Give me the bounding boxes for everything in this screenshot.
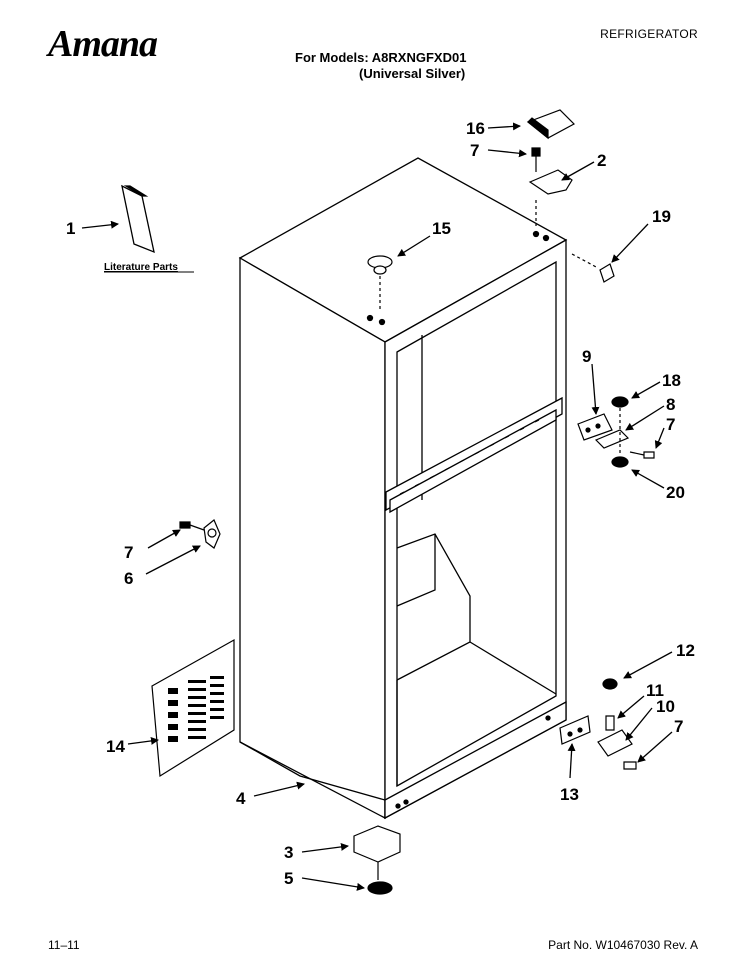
callout-8: 8 xyxy=(666,395,675,414)
date-code: 11–11 xyxy=(48,938,80,952)
model-color: (Universal Silver) xyxy=(359,66,466,81)
part-literature xyxy=(122,186,154,252)
callout-10: 10 xyxy=(656,697,675,716)
callout-9: 9 xyxy=(582,347,591,366)
callout-labels: 1 16 7 2 19 15 9 18 8 7 20 7 6 12 11 10 … xyxy=(66,119,695,888)
part-rear-panel xyxy=(152,640,234,776)
callout-5: 5 xyxy=(284,869,293,888)
part-hinge-pin-cap xyxy=(572,254,614,282)
part-leveling-leg xyxy=(354,826,400,894)
model-number: For Models: A8RXNGFXD01 xyxy=(295,50,467,65)
callout-6: 6 xyxy=(124,569,133,588)
callout-20: 20 xyxy=(666,483,685,502)
part-hinge-cover xyxy=(528,110,574,138)
mount-hole xyxy=(544,236,549,241)
callout-7: 7 xyxy=(666,415,675,434)
callout-18: 18 xyxy=(662,371,681,390)
part-plug xyxy=(368,256,392,310)
callout-7: 7 xyxy=(124,543,133,562)
callout-11: 11 xyxy=(646,681,664,700)
callout-4: 4 xyxy=(236,789,246,808)
callout-19: 19 xyxy=(652,207,671,226)
divider-face xyxy=(390,410,556,512)
liner-line xyxy=(397,534,435,606)
callout-2: 2 xyxy=(597,151,606,170)
cabinet-base xyxy=(385,702,566,818)
callout-12: 12 xyxy=(676,641,695,660)
callout-14: 14 xyxy=(106,737,125,756)
mount-hole xyxy=(368,316,373,321)
base-line xyxy=(240,742,385,800)
callout-arrows xyxy=(82,122,672,891)
document-type: REFRIGERATOR xyxy=(600,27,698,41)
literature-parts-label: Literature Parts xyxy=(104,262,178,273)
callout-7: 7 xyxy=(674,717,683,736)
mount-hole xyxy=(380,320,385,325)
cabinet-left-side xyxy=(240,258,385,818)
callout-16: 16 xyxy=(466,119,485,138)
part-center-hinge xyxy=(578,397,654,467)
callout-13: 13 xyxy=(560,785,579,804)
part-number: Part No. W10467030 Rev. A xyxy=(548,938,698,952)
liner-floor xyxy=(470,642,556,694)
part-top-hinge xyxy=(530,148,572,226)
mount-hole xyxy=(534,232,539,237)
model-heading: For Models: A8RXNGFXD01 (Universal Silve… xyxy=(295,50,466,82)
cabinet-opening xyxy=(397,262,556,786)
part-bottom-hinge xyxy=(560,679,636,769)
liner-line xyxy=(397,534,470,680)
callout-15: 15 xyxy=(432,219,451,238)
callout-3: 3 xyxy=(284,843,293,862)
callout-1: 1 xyxy=(66,219,75,238)
callout-7: 7 xyxy=(470,141,479,160)
brand-logo: Amana xyxy=(48,23,158,65)
cabinet-drawing xyxy=(240,158,566,818)
part-door-stop xyxy=(180,520,220,548)
